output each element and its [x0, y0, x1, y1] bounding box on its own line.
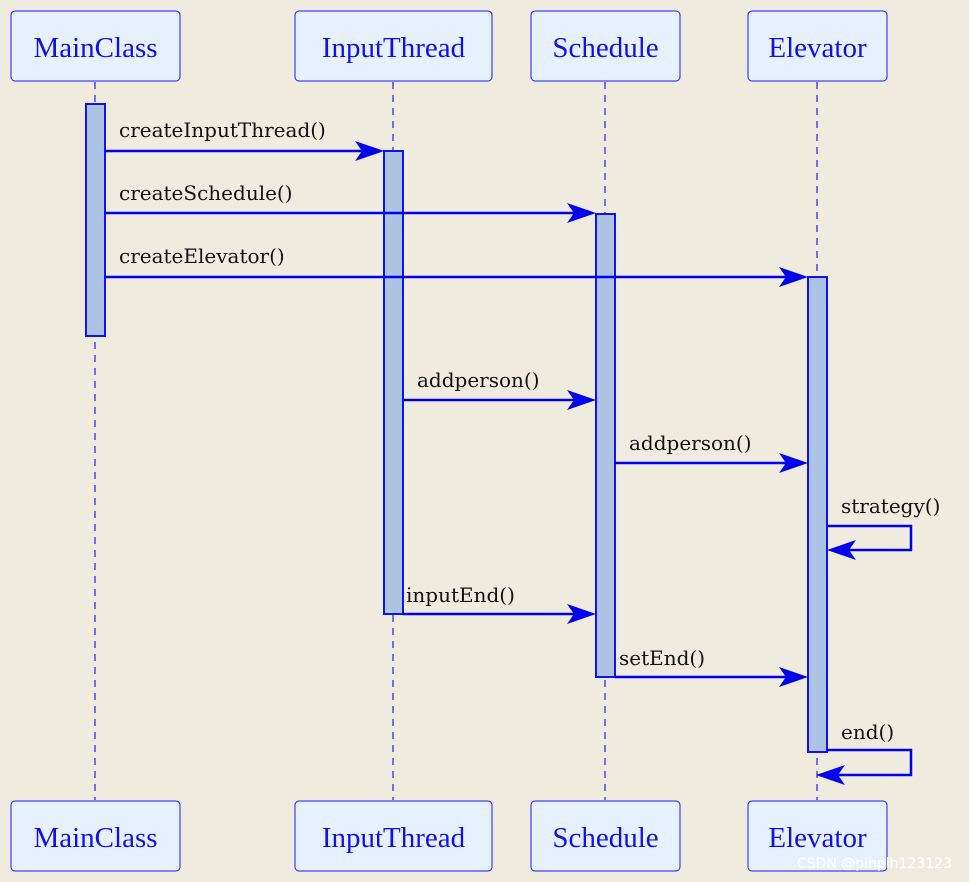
participant-label: Schedule	[552, 822, 658, 854]
message-input-end: inputEnd()	[403, 583, 596, 624]
watermark: CSDN @plhplh123123	[797, 856, 952, 872]
participant-label: InputThread	[322, 32, 466, 64]
participant-elevator-top: Elevator	[747, 10, 888, 82]
activation-schedule	[595, 213, 616, 678]
arrowhead-icon	[567, 604, 596, 624]
participant-label: Schedule	[552, 32, 658, 64]
participant-schedule-top: Schedule	[530, 10, 681, 82]
message-label: createInputThread()	[119, 118, 326, 142]
message-label: inputEnd()	[406, 583, 515, 607]
message-addperson-2: addperson()	[615, 431, 808, 473]
participant-inputthread-top: InputThread	[294, 10, 493, 82]
message-set-end: setEnd()	[615, 646, 808, 687]
activation-elevator	[807, 276, 828, 753]
message-create-input-thread: createInputThread()	[105, 118, 384, 161]
message-label: end()	[841, 720, 894, 744]
participant-label: MainClass	[33, 822, 157, 854]
participant-label: Elevator	[768, 822, 867, 854]
message-create-schedule: createSchedule()	[105, 181, 596, 223]
messages: createInputThread() createSchedule() cre…	[105, 118, 940, 785]
arrowhead-icon	[567, 390, 596, 410]
message-strategy: strategy()	[827, 494, 940, 560]
message-addperson-1: addperson()	[403, 368, 596, 410]
participant-label: InputThread	[322, 822, 466, 854]
message-label: strategy()	[841, 494, 940, 518]
message-label: createSchedule()	[119, 181, 293, 205]
participant-inputthread-bottom: InputThread	[294, 800, 493, 872]
arrowhead-icon	[567, 203, 596, 223]
participant-schedule-bottom: Schedule	[530, 800, 681, 872]
arrowhead-icon	[779, 453, 808, 473]
participant-label: Elevator	[768, 32, 867, 64]
message-create-elevator: createElevator()	[105, 244, 808, 287]
arrowhead-icon	[355, 141, 384, 161]
message-label: addperson()	[629, 431, 752, 455]
arrowhead-icon	[827, 540, 856, 560]
message-label: createElevator()	[119, 244, 285, 268]
participants-bottom: MainClass InputThread Schedule Elevator	[10, 800, 888, 872]
participant-mainclass-bottom: MainClass	[10, 800, 181, 872]
activations	[85, 103, 828, 753]
activation-mainclass	[85, 103, 106, 337]
message-end: end()	[816, 720, 913, 785]
arrowhead-icon	[816, 765, 845, 785]
participant-label: MainClass	[33, 32, 157, 64]
activation-inputthread	[383, 150, 404, 615]
participants-top: MainClass InputThread Schedule Elevator	[10, 10, 888, 82]
message-label: addperson()	[417, 368, 540, 392]
participant-mainclass-top: MainClass	[10, 10, 181, 82]
participant-elevator-bottom: Elevator	[747, 800, 888, 872]
arrowhead-icon	[779, 667, 808, 687]
arrowhead-icon	[779, 267, 808, 287]
message-label: setEnd()	[619, 646, 705, 670]
